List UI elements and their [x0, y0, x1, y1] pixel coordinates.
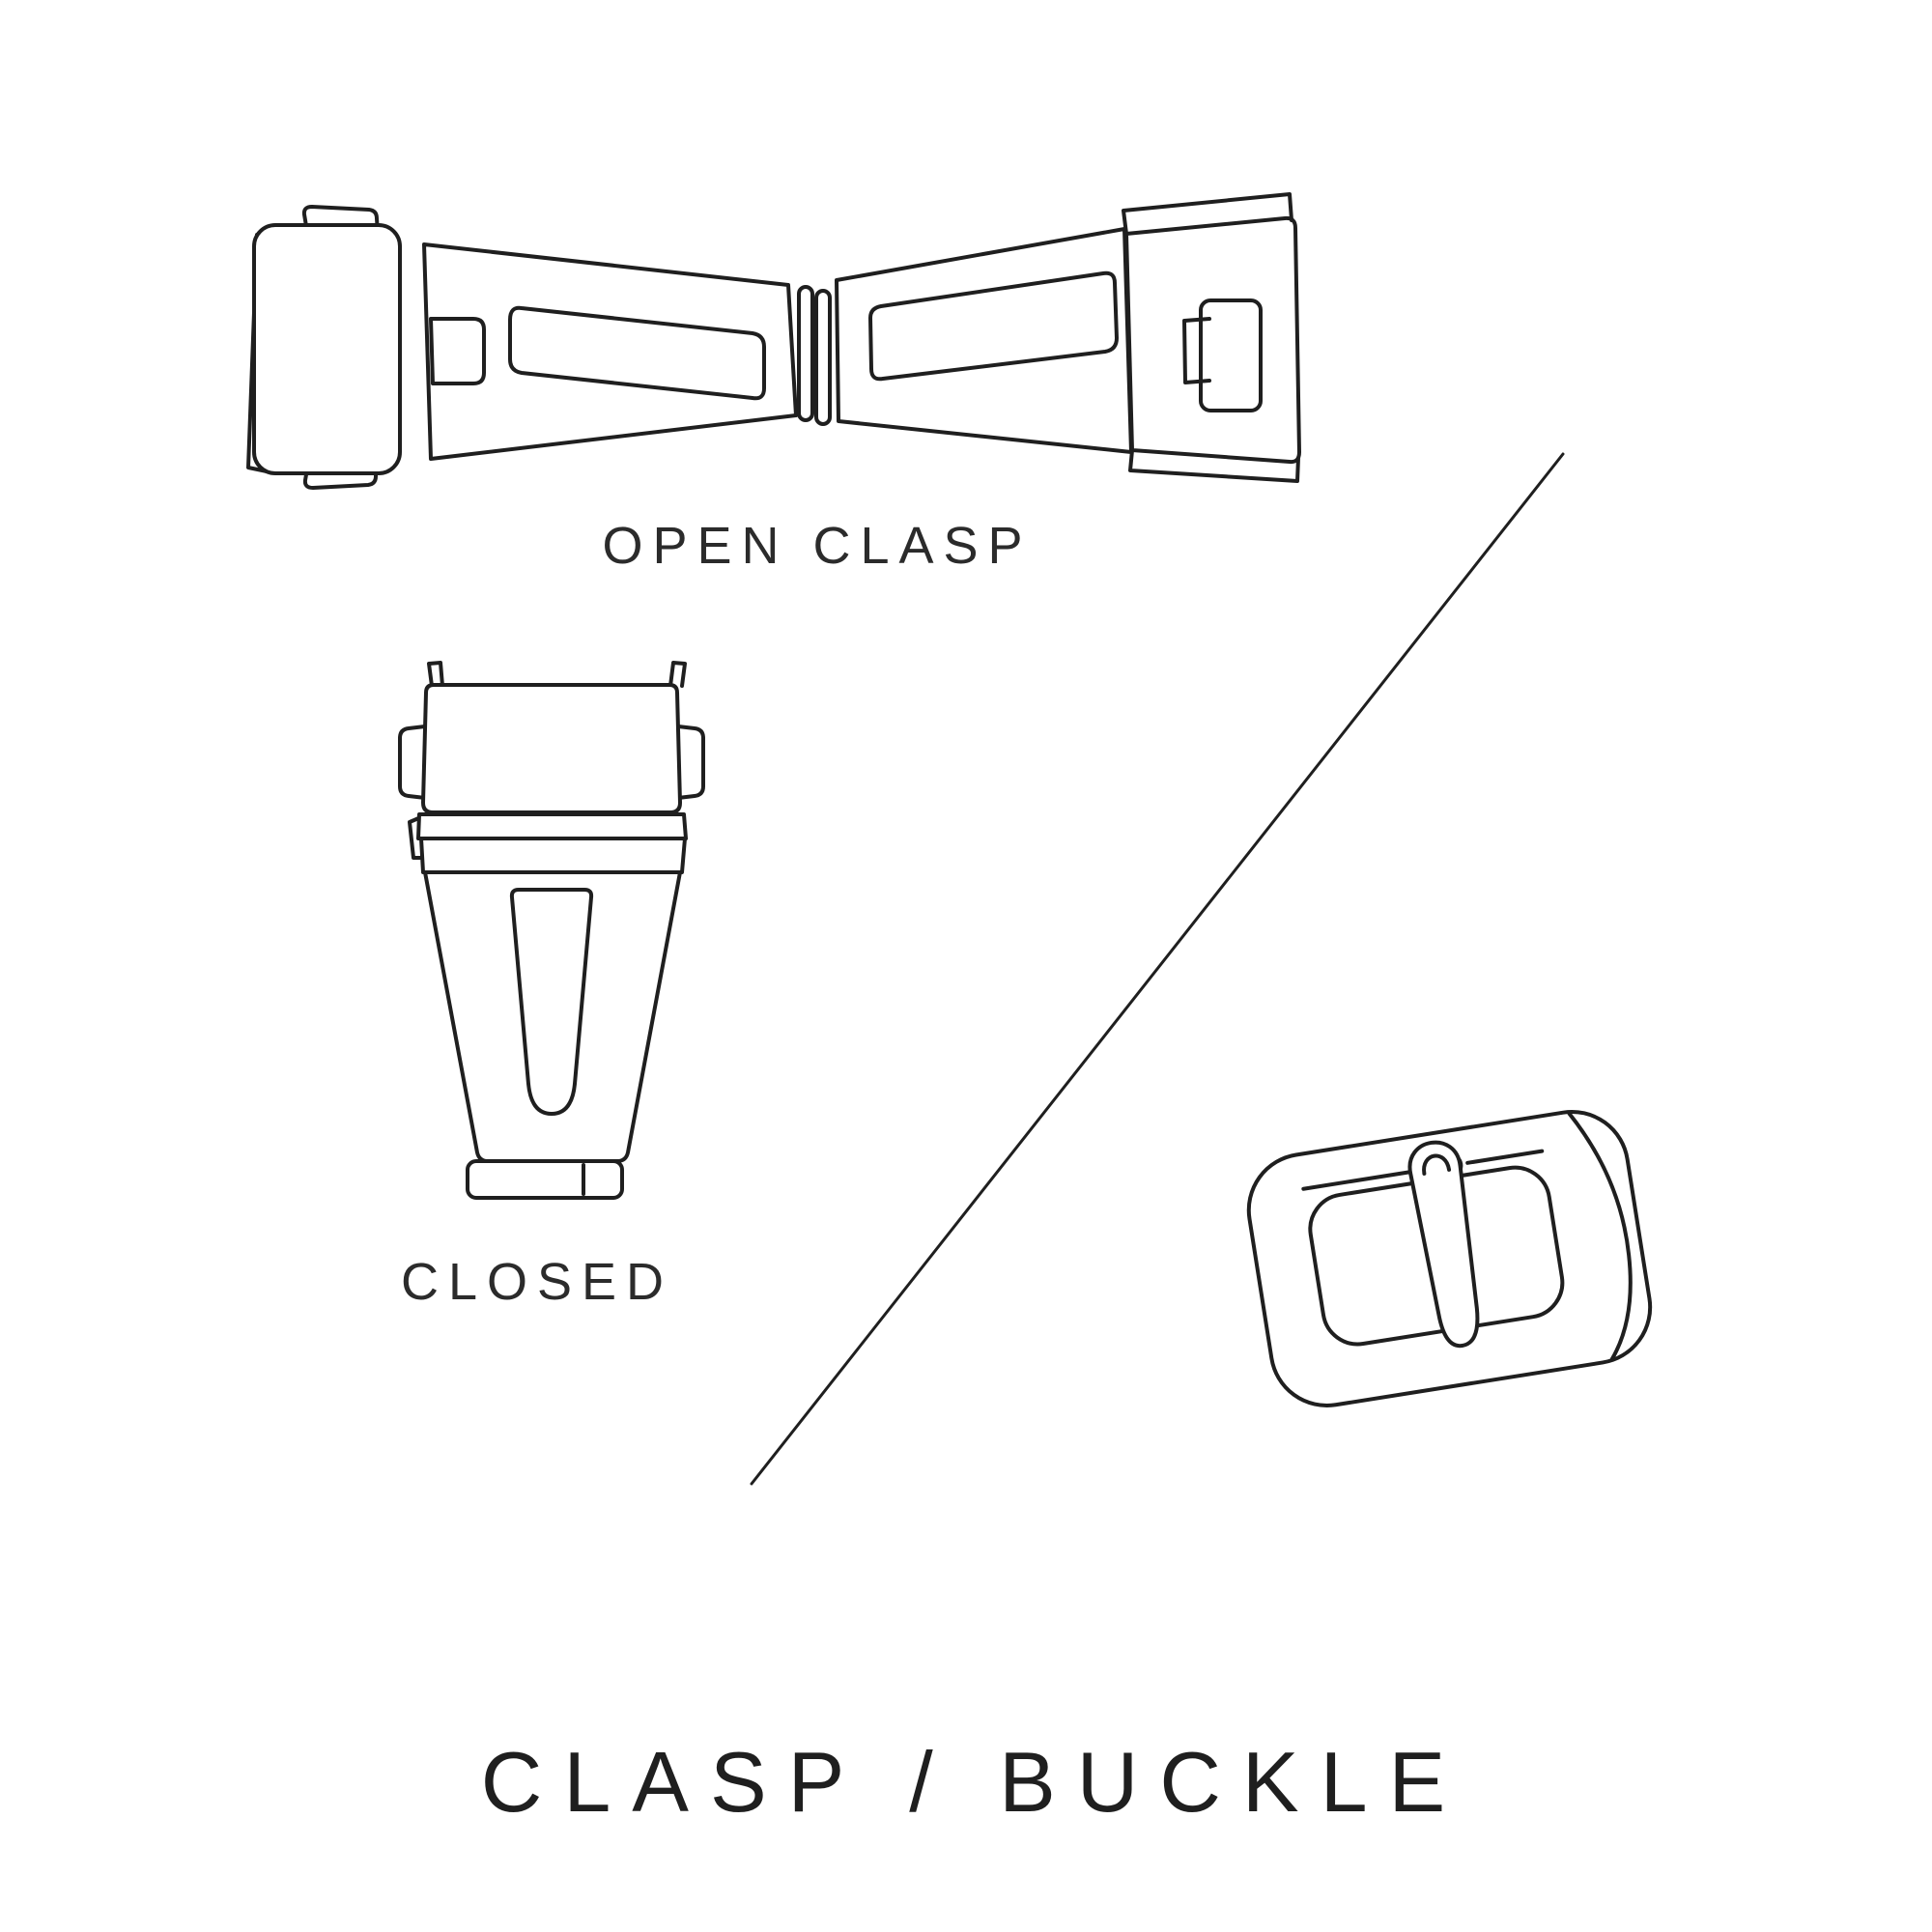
- buckle-illustration: [1246, 1109, 1653, 1407]
- clasp-left-slot: [508, 305, 766, 401]
- open-clasp-illustration: [246, 192, 1301, 490]
- clasp-end-link: [252, 223, 402, 475]
- clasp-left-blade: [422, 242, 798, 461]
- closed-clasp-foot: [466, 1159, 624, 1200]
- diagram-title: CLASP / BUCKLE: [480, 1734, 1467, 1830]
- clasp-right-end-top-strip: [1122, 192, 1293, 236]
- buckle-tongue-loop: [1422, 1153, 1452, 1176]
- clasp-hinge-left: [797, 285, 814, 422]
- clasp-right-end-bottom-strip: [1128, 448, 1300, 483]
- clasp-left-notch: [429, 317, 486, 385]
- buckle-pin-left: [1301, 1170, 1410, 1191]
- closed-clasp-prong-left: [427, 661, 444, 688]
- clasp-right-blade: [835, 227, 1133, 454]
- closed-clasp-slot: [509, 888, 594, 1116]
- closed-clasp-prong-right: [668, 661, 687, 688]
- closed-clasp-fold-wedge: [408, 814, 427, 860]
- clasp-end-link-top-tab: [301, 205, 380, 235]
- buckle-pin-right: [1465, 1149, 1545, 1165]
- clasp-right-cutout: [1199, 298, 1263, 412]
- diagonal-divider-line: [750, 452, 1565, 1486]
- closed-clasp-strip-upper: [416, 812, 688, 840]
- clasp-right-end: [1124, 215, 1301, 465]
- closed-label: CLOSED: [400, 1253, 674, 1311]
- clasp-end-link-bottom-tab: [302, 461, 378, 490]
- clasp-catch-hook: [1182, 317, 1211, 384]
- closed-clasp-ear-left: [398, 724, 427, 800]
- open-clasp-label: OPEN CLASP: [602, 517, 1033, 575]
- closed-clasp-body: [423, 870, 682, 1163]
- closed-clasp-strip-lower: [419, 837, 687, 874]
- closed-clasp-cover: [421, 683, 682, 814]
- clasp-hinge-right: [814, 289, 832, 426]
- buckle-right-band-contour: [1567, 1111, 1633, 1361]
- closed-clasp-ear-right: [676, 724, 705, 800]
- closed-clasp-illustration: [398, 661, 705, 1200]
- clasp-right-slot: [868, 270, 1119, 382]
- buckle-tongue: [1407, 1140, 1480, 1349]
